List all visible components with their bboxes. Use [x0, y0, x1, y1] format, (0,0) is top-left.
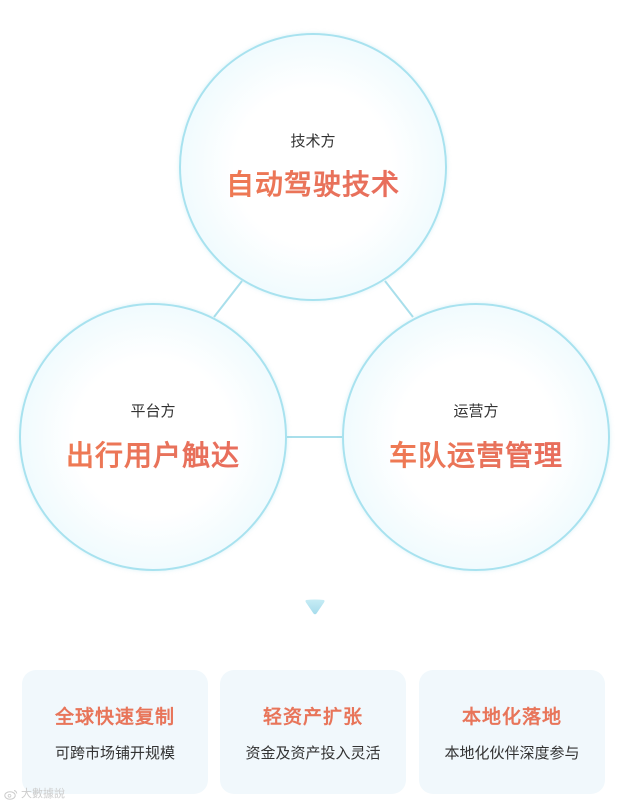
card-title: 轻资产扩张 — [262, 706, 363, 728]
card-description: 本地化伙伴深度参与 — [444, 744, 580, 762]
down-arrow-icon — [305, 599, 325, 615]
circle-platform-party: 平台方 出行用户触达 — [19, 303, 287, 571]
card-title: 全球快速复制 — [54, 706, 175, 728]
card-title: 本地化落地 — [461, 706, 562, 728]
benefit-card-asset-light: 轻资产扩张 资金及资产投入灵活 — [220, 670, 406, 794]
benefit-card-localization: 本地化落地 本地化伙伴深度参与 — [419, 670, 605, 794]
circle-title-label: 出行用户触达 — [21, 434, 285, 474]
watermark-text: 大數據說 — [21, 787, 65, 800]
circle-role-label: 运营方 — [453, 402, 499, 420]
weibo-logo-icon — [4, 789, 18, 800]
watermark: 大數據說 — [4, 785, 65, 801]
card-description: 资金及资产投入灵活 — [245, 744, 381, 762]
connector-tech-ops — [384, 280, 414, 318]
circle-operations-party: 运营方 车队运营管理 — [342, 303, 610, 571]
circle-title-label: 车队运营管理 — [344, 434, 608, 474]
connector-tech-platform — [213, 280, 243, 318]
circle-role-label: 技术方 — [290, 132, 336, 150]
card-description: 可跨市场铺开规模 — [54, 744, 175, 762]
circle-title-label: 自动驾驶技术 — [181, 163, 445, 203]
circle-tech-party: 技术方 自动驾驶技术 — [179, 33, 447, 301]
circle-role-label: 平台方 — [130, 402, 176, 420]
benefit-card-global: 全球快速复制 可跨市场铺开规模 — [22, 670, 208, 794]
